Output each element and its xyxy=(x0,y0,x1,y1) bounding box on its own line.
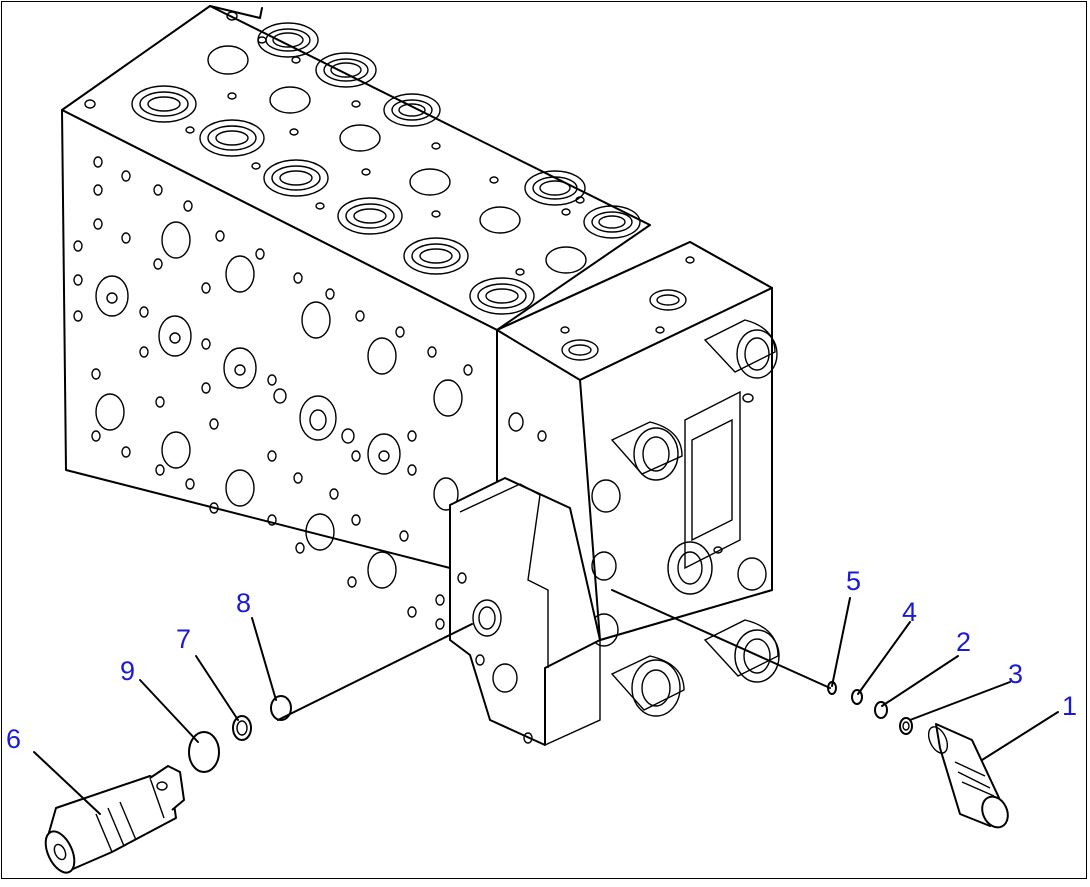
control-valve-body xyxy=(61,5,780,746)
part-2-seal xyxy=(874,701,888,719)
part-1-plug xyxy=(927,723,1009,829)
leader-lines xyxy=(33,589,1059,815)
callout-5: 5 xyxy=(846,566,861,596)
callout-1: 1 xyxy=(1062,691,1077,721)
callout-2: 2 xyxy=(956,627,971,657)
part-9-o-ring xyxy=(188,731,220,773)
top-ports xyxy=(131,22,641,315)
callout-4: 4 xyxy=(902,597,917,627)
side-holes xyxy=(73,156,475,630)
callout-3: 3 xyxy=(1008,659,1023,689)
part-7-backup-ring xyxy=(232,715,252,741)
top-holes xyxy=(84,11,587,276)
callout-7: 7 xyxy=(176,624,191,654)
part-6-relief-valve xyxy=(44,765,185,874)
callout-6: 6 xyxy=(6,724,21,754)
part-8-o-ring xyxy=(270,695,292,721)
callout-8: 8 xyxy=(236,588,251,618)
part-3-o-ring xyxy=(899,717,913,735)
callout-labels: 1 2 3 4 5 6 7 8 9 xyxy=(6,566,1077,754)
callout-9: 9 xyxy=(120,656,135,686)
